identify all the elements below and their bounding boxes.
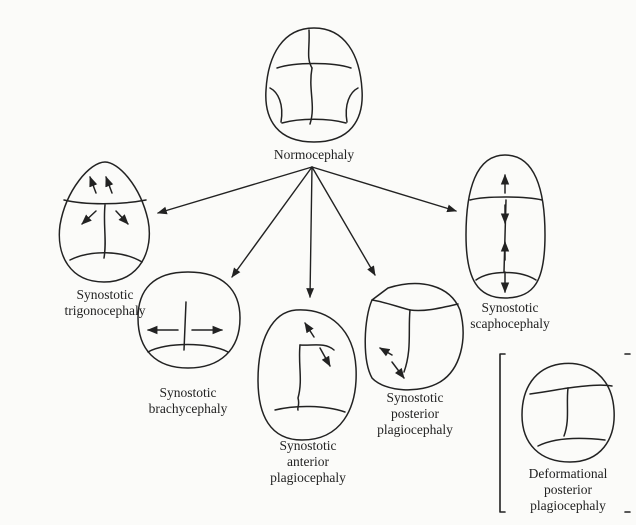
skull-posterior-plagiocephaly <box>365 284 463 390</box>
skull-deformational-plagiocephaly <box>522 363 614 462</box>
label-brachycephaly: Synostotic brachycephaly <box>133 385 243 417</box>
label-trigonocephaly: Synostotic trigonocephaly <box>50 287 160 319</box>
label-anterior-plagiocephaly: Synostotic anterior plagiocephaly <box>253 438 363 486</box>
radiating-arrows <box>158 167 456 297</box>
skull-normocephaly <box>266 28 362 142</box>
skull-anterior-plagiocephaly <box>258 310 356 440</box>
label-normocephaly: Normocephaly <box>255 147 373 163</box>
skull-scaphocephaly <box>466 155 545 298</box>
skull-trigonocephaly <box>59 162 149 282</box>
label-posterior-plagiocephaly: Synostotic posterior plagiocephaly <box>360 390 470 438</box>
label-scaphocephaly: Synostotic scaphocephaly <box>455 300 565 332</box>
label-deformational-plagiocephaly: Deformational posterior plagiocephaly <box>512 466 624 514</box>
